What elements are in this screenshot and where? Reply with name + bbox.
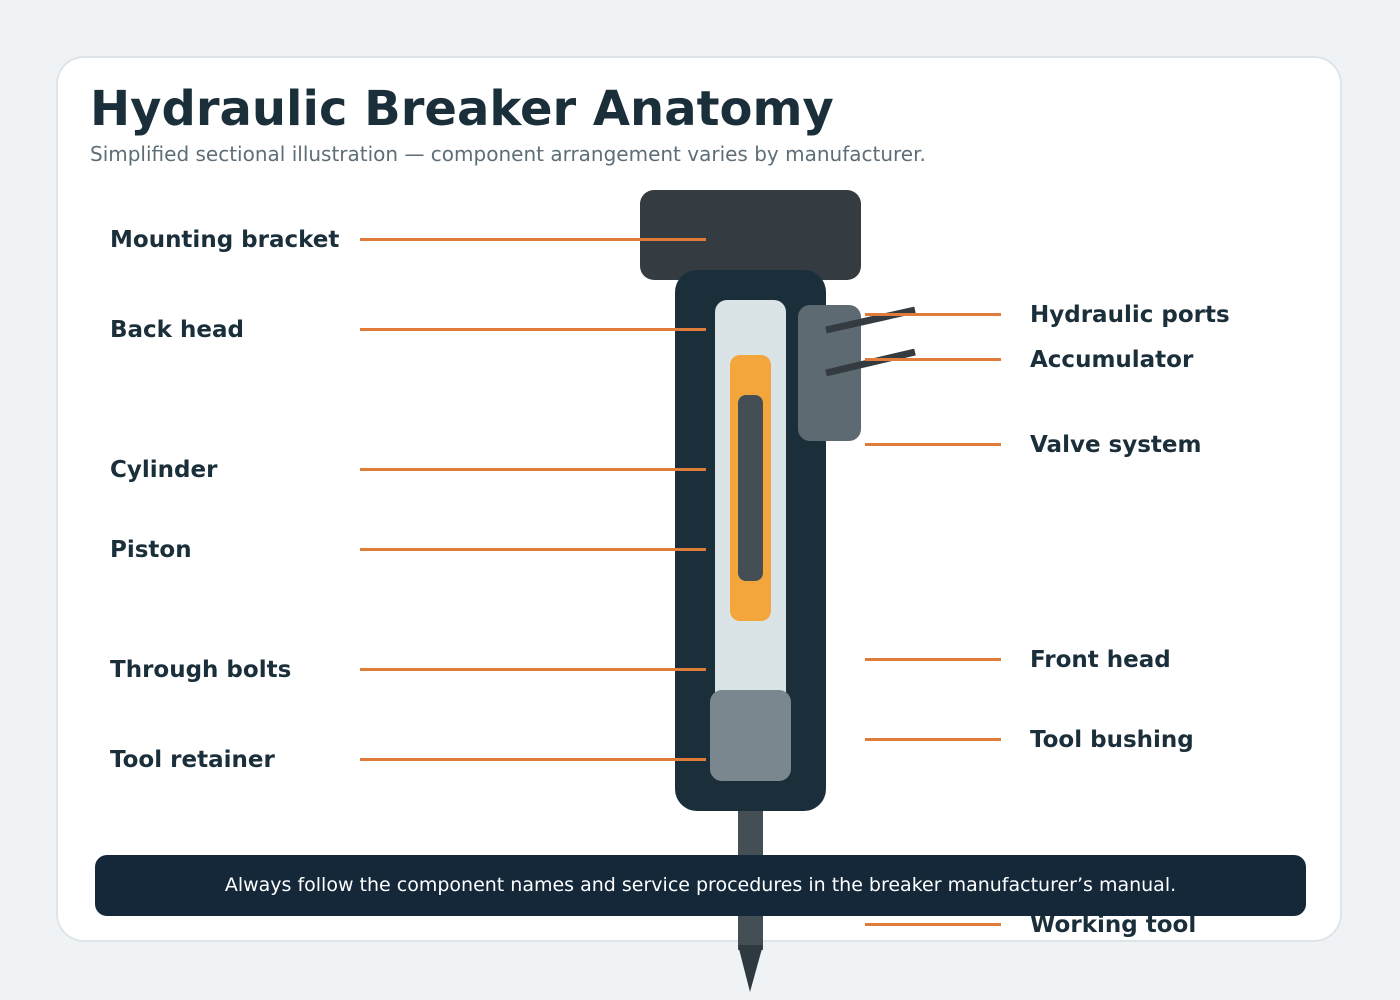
page-subtitle: Simplified sectional illustration — comp… — [90, 142, 926, 166]
leader-front-head — [865, 658, 1001, 661]
label-mounting-bracket: Mounting bracket — [110, 227, 340, 253]
label-accumulator: Accumulator — [1030, 347, 1194, 373]
leader-back-head — [360, 328, 706, 331]
manual-note-banner: Always follow the component names and se… — [95, 855, 1306, 916]
working-tool-tip — [738, 945, 763, 992]
leader-working-tool — [865, 923, 1001, 926]
label-piston: Piston — [110, 537, 192, 563]
leader-tool-bushing — [865, 738, 1001, 741]
label-cylinder: Cylinder — [110, 457, 218, 483]
label-through-bolts: Through bolts — [110, 657, 292, 683]
piston-core-shape — [738, 395, 763, 581]
hydraulic-hose-lower — [825, 348, 916, 377]
leader-mounting-bracket — [360, 238, 706, 241]
leader-tool-retainer — [360, 758, 706, 761]
leader-piston — [360, 548, 706, 551]
label-valve-system: Valve system — [1030, 432, 1202, 458]
front-head-shape — [710, 690, 791, 781]
label-back-head: Back head — [110, 317, 244, 343]
leader-hydraulic-ports — [865, 313, 1001, 316]
leader-accumulator — [865, 358, 1001, 361]
leader-valve-system — [865, 443, 1001, 446]
mounting-bracket-shape — [640, 190, 861, 280]
leader-through-bolts — [360, 668, 706, 671]
label-tool-bushing: Tool bushing — [1030, 727, 1194, 753]
label-hydraulic-ports: Hydraulic ports — [1030, 302, 1230, 328]
label-working-tool: Working tool — [1030, 912, 1197, 938]
page-title: Hydraulic Breaker Anatomy — [90, 81, 834, 137]
label-tool-retainer: Tool retainer — [110, 747, 275, 773]
label-front-head: Front head — [1030, 647, 1171, 673]
leader-cylinder — [360, 468, 706, 471]
